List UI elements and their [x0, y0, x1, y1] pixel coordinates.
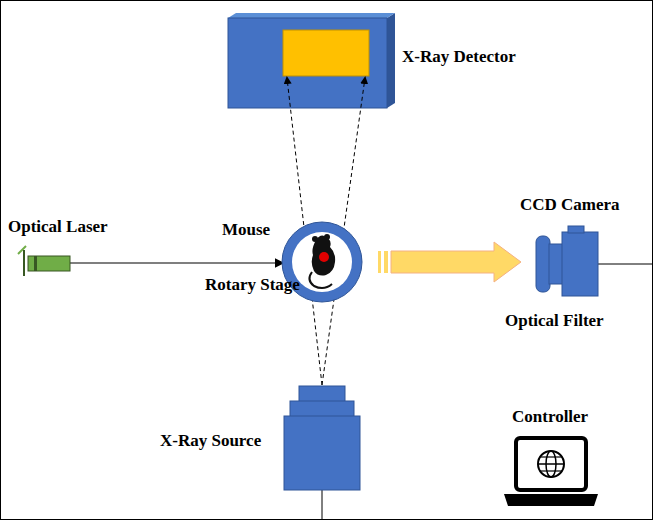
camera-label: CCD Camera: [520, 196, 620, 215]
stage-label: Rotary Stage: [205, 276, 300, 295]
detector-label: X-Ray Detector: [402, 48, 516, 67]
mouse-label: Mouse: [222, 221, 270, 240]
filter-label: Optical Filter: [505, 312, 604, 331]
controller-label: Controller: [512, 408, 588, 427]
laser-label: Optical Laser: [8, 218, 108, 237]
source-label: X-Ray Source: [160, 432, 261, 451]
